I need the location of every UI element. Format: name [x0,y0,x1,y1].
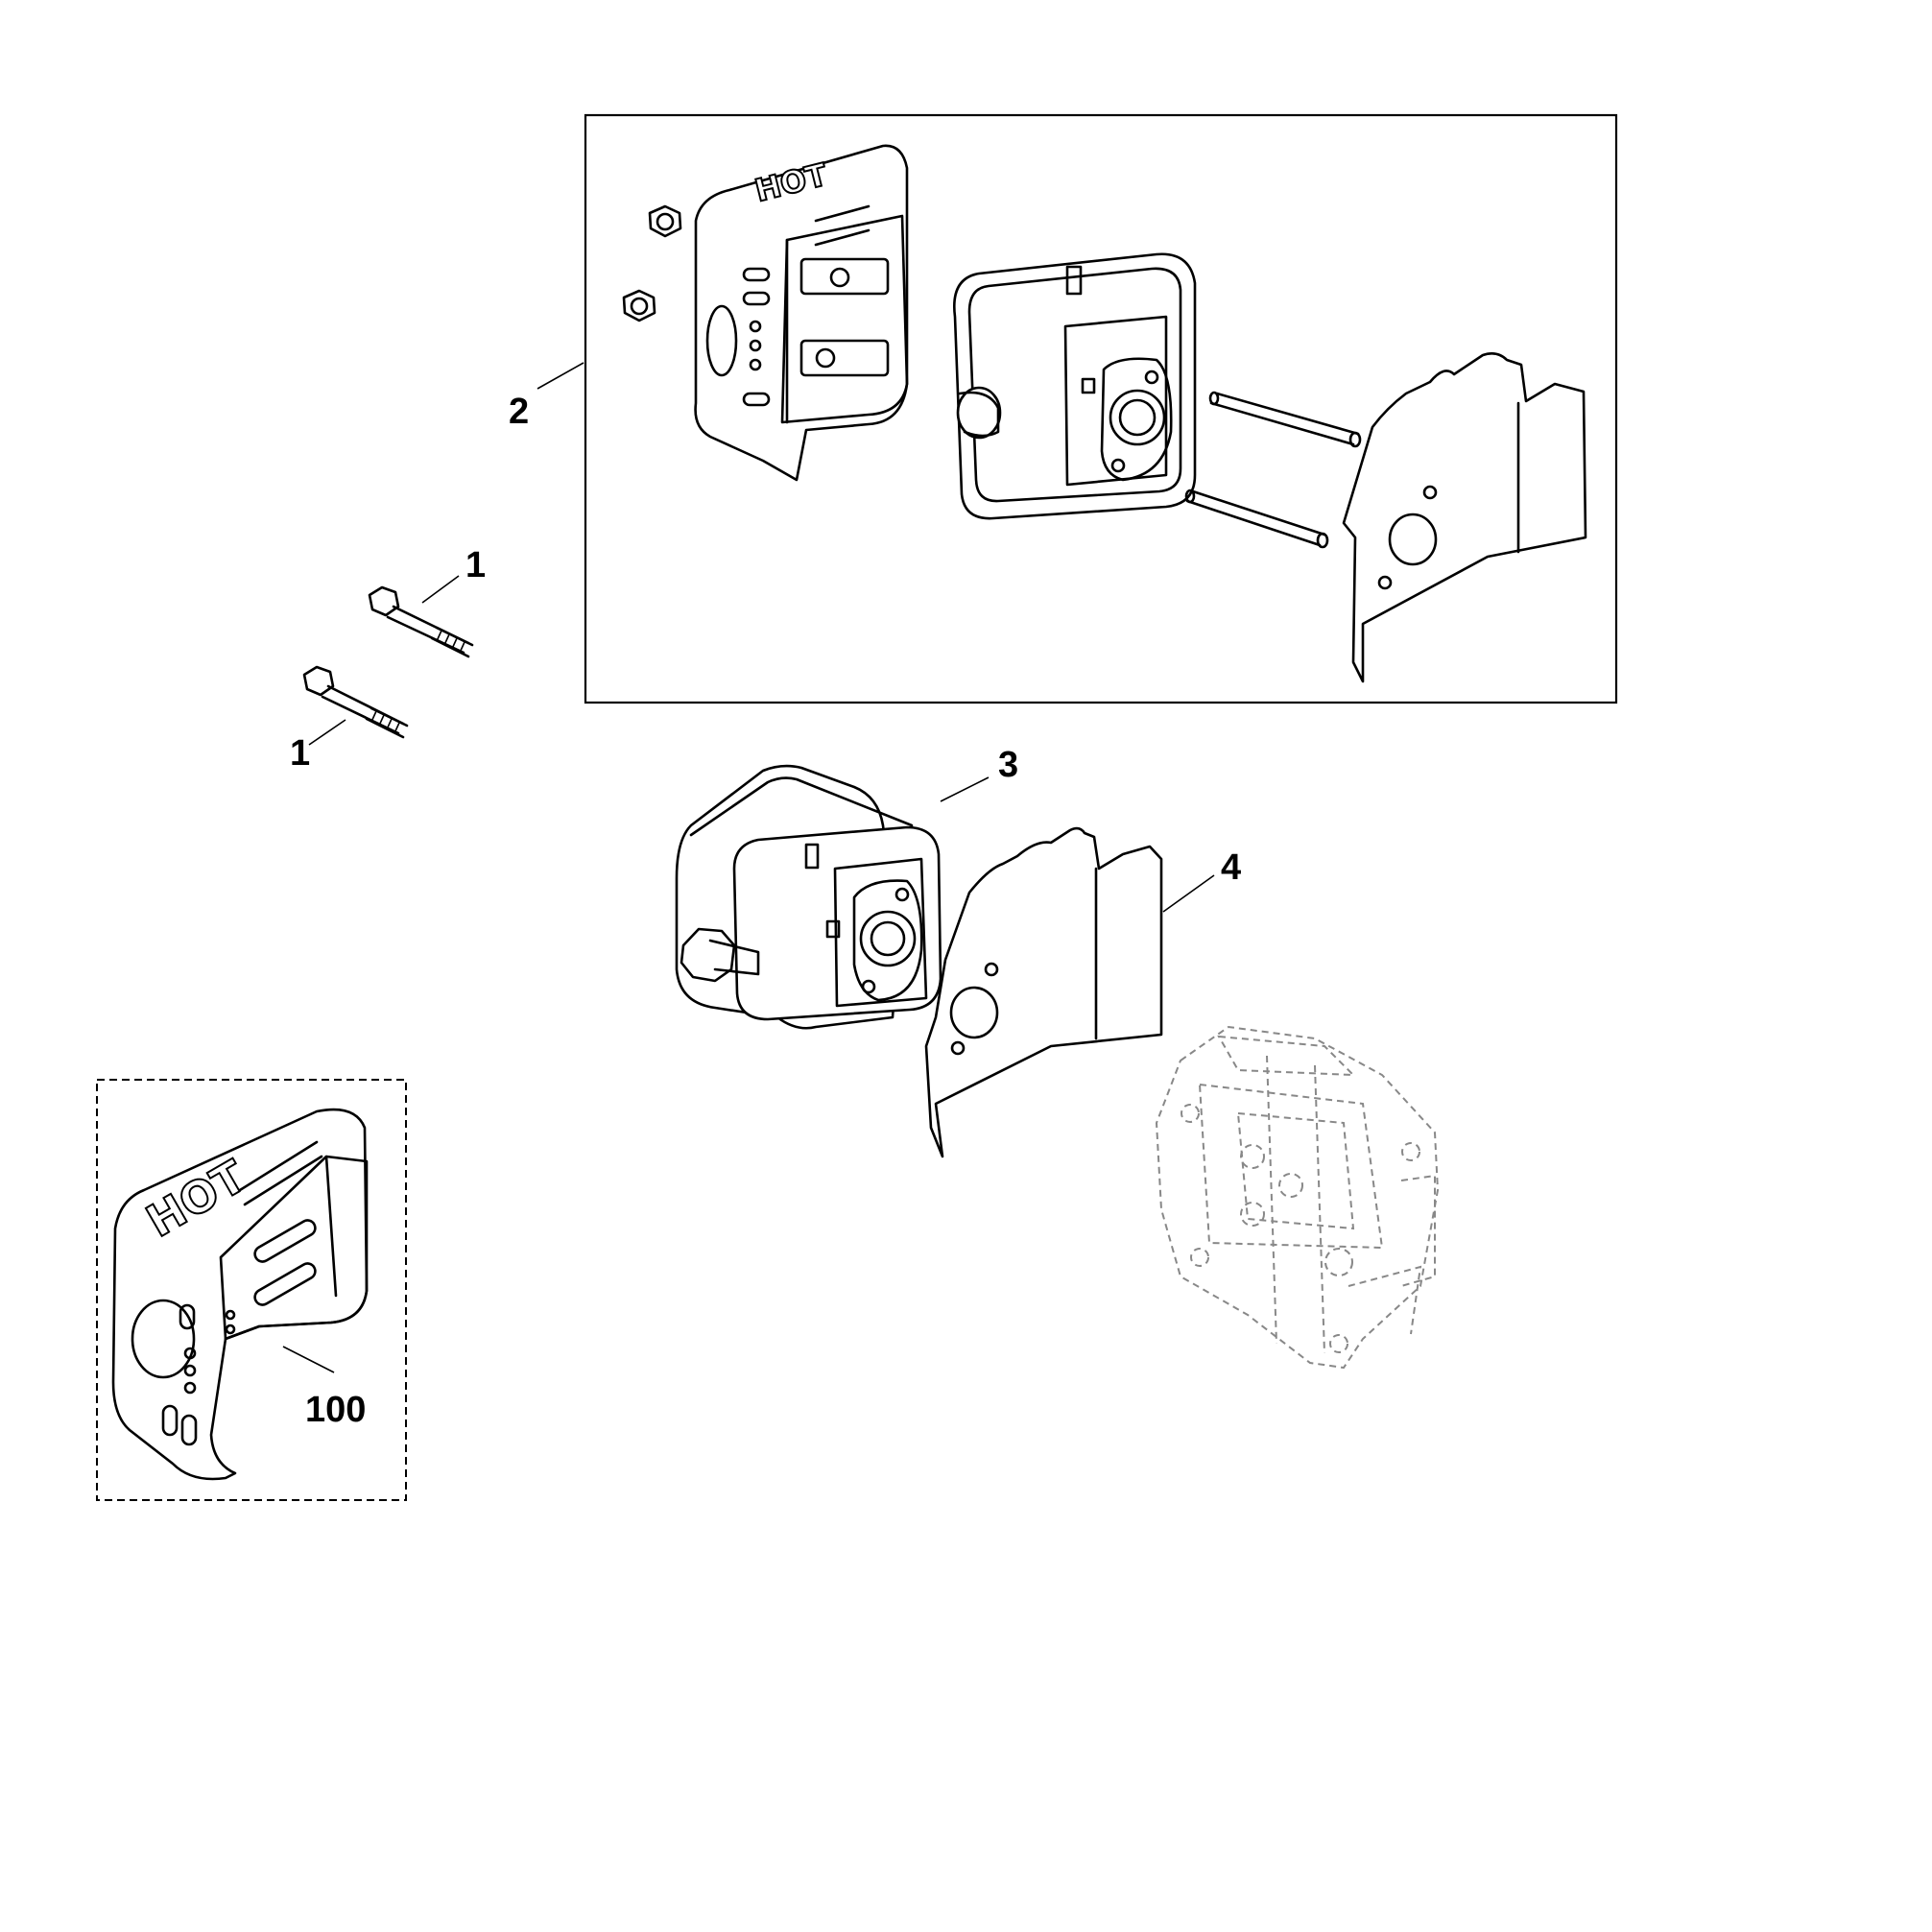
heat-shield-inset-frame [96,1079,407,1501]
bolt-upper [368,585,474,658]
leader-heat-shield [282,1346,335,1373]
kit-frame [584,113,1618,704]
leader-kit [537,362,584,390]
leader-gasket [1162,874,1215,913]
leader-muffler [940,776,990,802]
kit-nut-lower [622,289,656,322]
callout-muffler-kit: 2 [509,392,530,432]
kit-stud-upper [1208,391,1362,448]
callout-bolt-lower: 1 [290,733,311,774]
callout-muffler: 3 [998,745,1019,785]
leader-bolt-lower [308,719,346,746]
kit-gasket [1342,352,1587,683]
leader-bolt-upper [421,575,460,604]
kit-nut-upper [648,204,682,238]
callout-bolt-upper: 1 [465,545,487,585]
engine-phantom [1155,1025,1440,1370]
kit-heat-shield: HOT [694,144,909,482]
muffler [675,764,942,1030]
callout-heat-shield: 100 [305,1390,367,1430]
bolt-lower [302,665,409,739]
callout-gasket: 4 [1221,847,1242,888]
kit-muffler [953,252,1197,520]
kit-stud-lower [1184,489,1329,549]
gasket [924,826,1163,1158]
